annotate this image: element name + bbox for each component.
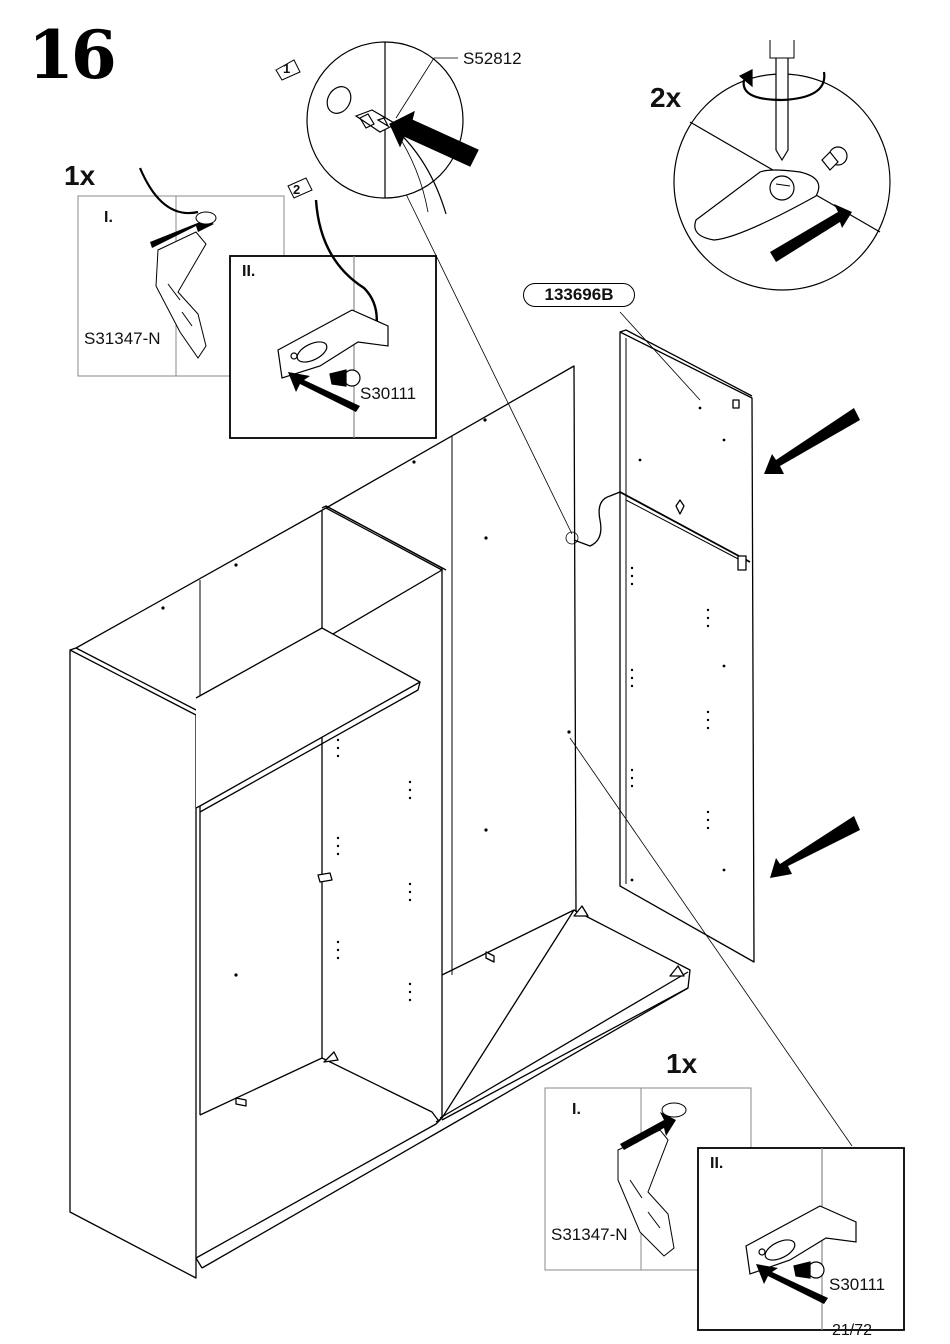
cap-icon xyxy=(195,211,217,225)
part-number-bracket-bottom: S31347-N xyxy=(551,1225,628,1244)
quantity-label-top-left: 1x xyxy=(64,160,96,191)
wardrobe-carcass xyxy=(69,365,691,1279)
panel-part-badge: 133696B xyxy=(523,283,635,307)
insert-arrow-icon xyxy=(764,408,860,878)
substep-label-1: I. xyxy=(104,209,113,226)
callout-top-left-detail xyxy=(229,199,437,439)
callout-top-left xyxy=(77,167,285,377)
step-marker-2-label: 2 xyxy=(293,182,301,197)
bracket-icon xyxy=(277,309,389,379)
screw-icon xyxy=(329,369,361,387)
screw-detail-circle xyxy=(673,40,891,291)
screwdriver-icon xyxy=(775,58,789,162)
rotation-arrow-icon xyxy=(742,71,826,102)
substep-label-2: II. xyxy=(242,263,256,280)
part-number-bracket: S31347-N xyxy=(84,329,161,348)
cable-icon xyxy=(314,199,378,331)
bracket-icon xyxy=(617,1129,675,1257)
callout-bottom-right-detail xyxy=(697,1147,905,1331)
quantity-label-screws: 2x xyxy=(650,82,682,113)
connector-detail-circle xyxy=(306,41,479,215)
step-marker-1 xyxy=(275,59,301,81)
bracket-icon xyxy=(745,1205,857,1275)
part-number-screw-bottom: S30111 xyxy=(829,1275,886,1294)
callout-bottom-right xyxy=(544,1087,752,1271)
page-number: 21/72 xyxy=(832,1322,873,1339)
screw-icon xyxy=(821,146,848,171)
step-marker-1-label: 1 xyxy=(283,61,291,76)
step-marker-2 xyxy=(287,177,313,199)
bracket-icon xyxy=(155,231,207,359)
side-panel-133696B xyxy=(573,329,755,963)
cap-icon xyxy=(661,1102,687,1118)
step-number: 16 xyxy=(28,16,117,94)
part-number-connector: S52812 xyxy=(463,49,522,68)
screw-icon xyxy=(793,1261,825,1279)
substep-label-1-bottom: I. xyxy=(572,1101,581,1118)
quantity-label-bottom-right: 1x xyxy=(666,1048,698,1079)
part-number-screw: S30111 xyxy=(360,384,417,403)
substep-label-2-bottom: II. xyxy=(710,1155,724,1172)
